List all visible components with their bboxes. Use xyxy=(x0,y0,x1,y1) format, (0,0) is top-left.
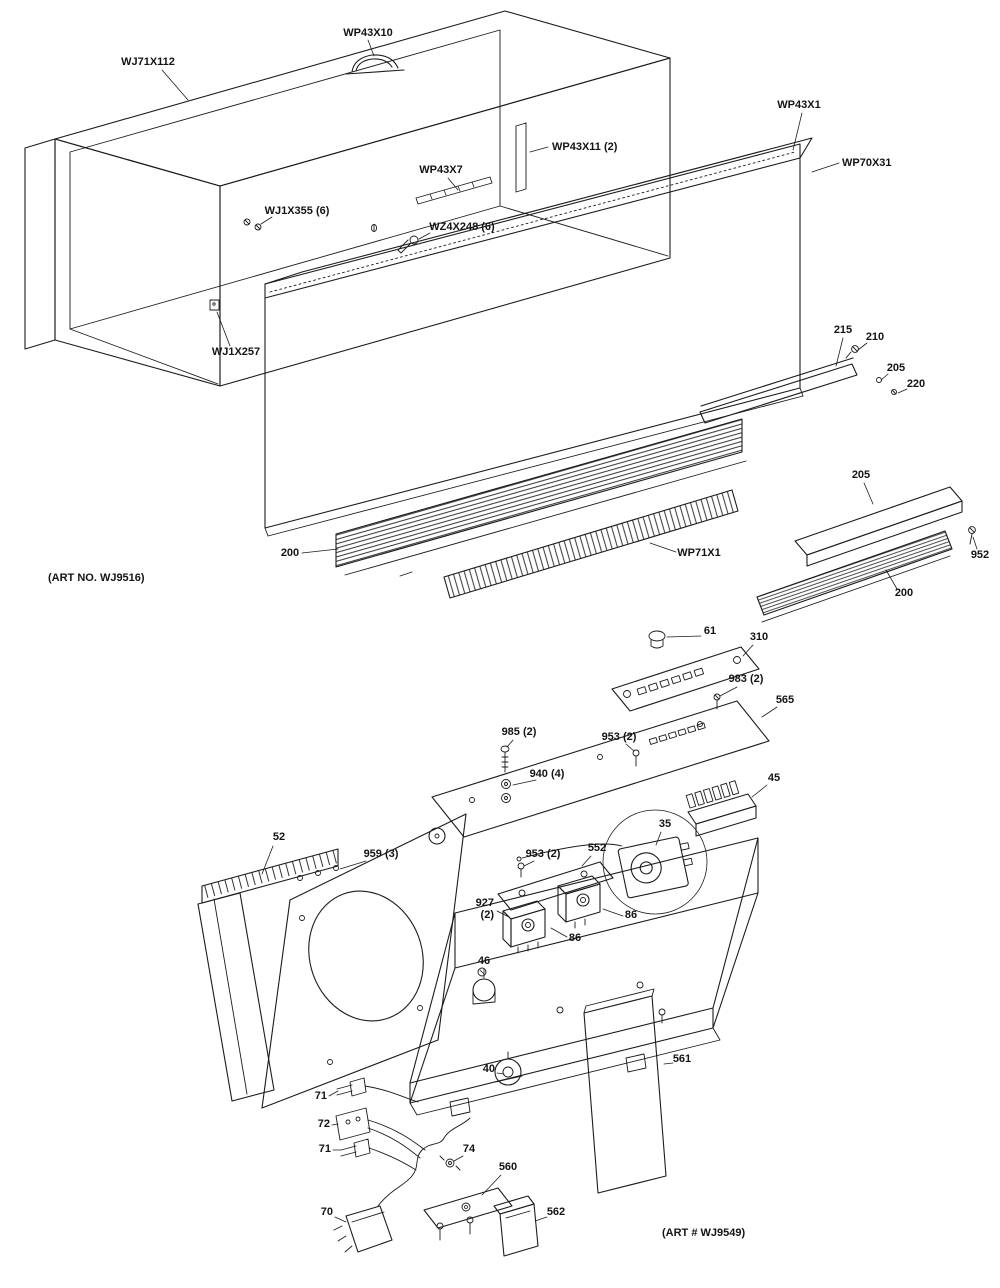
part-label-wp43x10: WP43X10 xyxy=(343,27,393,39)
part-label-310: 310 xyxy=(750,631,768,643)
part-labels: WJ71X112 WP43X10 WP43X11 (2) WP43X7 WP43… xyxy=(48,27,989,1239)
art-number-top: (ART NO. WJ9516) xyxy=(48,572,145,584)
part-label-940: 940 (4) xyxy=(530,768,565,780)
part-label-983: 983 (2) xyxy=(729,673,764,685)
part-label-46: 46 xyxy=(478,955,490,967)
part-label-72: 72 xyxy=(318,1118,330,1130)
wall-case-sleeve xyxy=(24,10,671,387)
part-label-wj1x257: WJ1X257 xyxy=(212,346,260,358)
part-label-61: 61 xyxy=(704,625,716,637)
fan-orifice-panel xyxy=(261,813,467,1109)
part-label-70: 70 xyxy=(321,1206,333,1218)
cover-panel-561 xyxy=(583,988,667,1194)
fasteners-210-205-220 xyxy=(845,345,897,395)
grille-wp71x1 xyxy=(443,489,739,599)
room-front-panel xyxy=(264,137,813,537)
part-label-927: 927 xyxy=(476,897,494,909)
screws-959 xyxy=(297,865,339,881)
part-label-561: 561 xyxy=(673,1053,691,1065)
part-label-562: 562 xyxy=(547,1206,565,1218)
part-label-952: 952 xyxy=(971,549,989,561)
motor-40 xyxy=(494,1051,523,1086)
part-label-wp43x11: WP43X11 (2) xyxy=(552,141,618,153)
part-label-953-a: 953 (2) xyxy=(602,731,637,743)
grille-200-right xyxy=(756,530,953,623)
part-label-205-b: 205 xyxy=(852,469,870,481)
panel-fasteners xyxy=(500,693,721,878)
part-label-wp70x31: WP70X31 xyxy=(842,157,892,169)
part-label-220: 220 xyxy=(907,378,925,390)
base-grille-200 xyxy=(335,418,747,577)
part-label-wj1x355: WJ1X355 (6) xyxy=(265,205,330,217)
part-label-927-qty: (2) xyxy=(481,909,495,921)
part-label-52: 52 xyxy=(273,831,285,843)
part-label-215: 215 xyxy=(834,324,852,336)
art-number-bottom: (ART # WJ9549) xyxy=(662,1227,745,1239)
part-label-565: 565 xyxy=(776,694,794,706)
wire-connectors xyxy=(335,1077,426,1171)
part-label-210: 210 xyxy=(866,331,884,343)
access-panel-205 xyxy=(794,486,963,567)
part-label-86-a: 86 xyxy=(625,909,637,921)
thermostat-35 xyxy=(516,809,708,915)
control-box-pan xyxy=(409,837,759,1117)
part-label-71-a: 71 xyxy=(315,1090,327,1102)
part-label-wp43x7: WP43X7 xyxy=(419,164,462,176)
part-label-40: 40 xyxy=(483,1063,495,1075)
part-label-71-b: 71 xyxy=(319,1143,331,1155)
part-label-205-a: 205 xyxy=(887,362,905,374)
control-panel-565 xyxy=(431,700,770,838)
capacitor-clamp-46 xyxy=(472,967,496,1005)
part-label-560: 560 xyxy=(499,1161,517,1173)
leader-lines xyxy=(161,39,978,1223)
control-plate-310 xyxy=(611,646,760,712)
bracket-562 xyxy=(493,1195,539,1257)
terminal-block-45 xyxy=(685,780,757,837)
part-label-74: 74 xyxy=(463,1143,476,1155)
plate-560 xyxy=(423,1187,513,1241)
part-label-86-b: 86 xyxy=(569,932,581,944)
trim-panel-215 xyxy=(699,357,858,424)
knob-61 xyxy=(648,630,666,649)
part-label-953-b: 953 (2) xyxy=(526,848,561,860)
part-label-959: 959 (3) xyxy=(364,848,399,860)
part-label-552: 552 xyxy=(588,842,606,854)
part-label-wp71x1: WP71X1 xyxy=(677,547,720,559)
screw-952 xyxy=(968,526,976,545)
part-label-45: 45 xyxy=(768,772,780,784)
part-label-985: 985 (2) xyxy=(502,726,537,738)
part-label-wj71x112: WJ71X112 xyxy=(121,56,175,68)
part-label-200-b: 200 xyxy=(895,587,913,599)
power-cord-70 xyxy=(333,1117,471,1253)
part-label-200-a: 200 xyxy=(281,547,299,559)
bracket-552 xyxy=(497,861,614,911)
fastener-74 xyxy=(439,1155,461,1171)
part-label-35: 35 xyxy=(659,818,671,830)
part-label-wz4x248: WZ4X248 (6) xyxy=(429,221,495,233)
part-label-wp43x1: WP43X1 xyxy=(777,99,820,111)
